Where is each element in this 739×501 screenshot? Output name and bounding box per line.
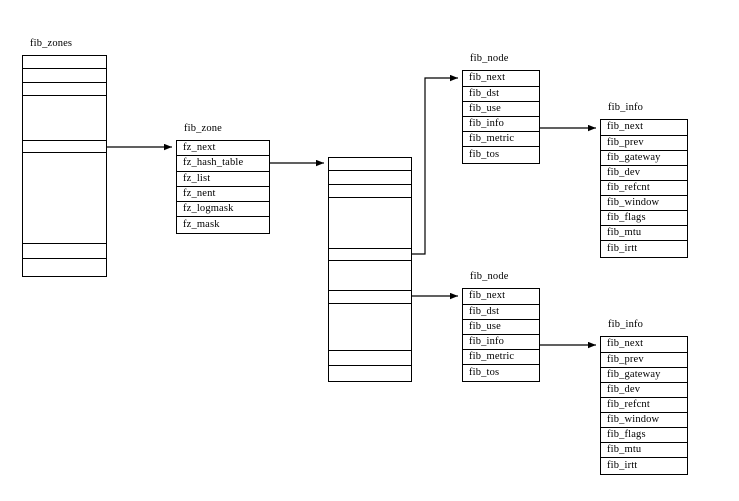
slot-fib_zones-2 xyxy=(23,83,106,96)
field-fib_info: fib_info xyxy=(463,335,539,350)
field-fib_tos: fib_tos xyxy=(469,366,500,378)
slot-fz_hash_array-2 xyxy=(329,185,411,198)
field-fib_next: fib_next xyxy=(601,120,687,136)
field-fib_irtt: fib_irtt xyxy=(607,459,638,471)
field-fib_metric: fib_metric xyxy=(463,132,539,147)
struct-title-fib_info_top: fib_info xyxy=(608,102,644,113)
slot-fib_zones-5 xyxy=(23,153,106,244)
slot-fib_zones-1 xyxy=(23,69,106,83)
field-fz_next: fz_next xyxy=(177,141,269,156)
field-fib_prev: fib_prev xyxy=(601,353,687,368)
field-fib_mtu: fib_mtu xyxy=(601,226,687,241)
field-fib_window: fib_window xyxy=(601,196,687,211)
field-fib_dst: fib_dst xyxy=(463,305,539,320)
struct-title-fib_info_bottom: fib_info xyxy=(608,319,644,330)
slot-fz_hash_array-6 xyxy=(329,291,411,304)
field-fib_refcnt: fib_refcnt xyxy=(601,398,687,413)
slot-fz_hash_array-7 xyxy=(329,304,411,351)
field-fib_gateway: fib_gateway xyxy=(601,151,687,166)
field-fz_logmask: fz_logmask xyxy=(177,202,269,217)
field-fib_dst: fib_dst xyxy=(463,87,539,102)
field-fib_window: fib_window xyxy=(601,413,687,428)
struct-title-fib_node_top: fib_node xyxy=(470,53,509,64)
field-fib_next: fib_next xyxy=(463,289,539,305)
slot-fib_zones-0 xyxy=(23,56,106,69)
field-fib_flags: fib_flags xyxy=(601,428,687,443)
field-fib_use: fib_use xyxy=(463,102,539,117)
struct-title-fib_zones: fib_zones xyxy=(30,38,73,49)
field-fib_tos: fib_tos xyxy=(469,148,500,160)
slot-fib_zones-7 xyxy=(23,259,106,276)
slot-fib_zones-6 xyxy=(23,244,106,259)
struct-title-fib_node_bottom: fib_node xyxy=(470,271,509,282)
field-fz_hash_table: fz_hash_table xyxy=(177,156,269,172)
slot-fz_hash_array-4 xyxy=(329,249,411,261)
slot-fz_hash_array-9 xyxy=(329,366,411,381)
field-fib_mtu: fib_mtu xyxy=(601,443,687,458)
struct-fz_hash_array xyxy=(328,157,412,382)
slot-fz_hash_array-1 xyxy=(329,171,411,185)
field-fib_gateway: fib_gateway xyxy=(601,368,687,383)
slot-fib_zones-3 xyxy=(23,96,106,141)
field-fib_irtt: fib_irtt xyxy=(607,242,638,254)
field-fib_use: fib_use xyxy=(463,320,539,335)
slot-fz_hash_array-8 xyxy=(329,351,411,366)
field-fib_flags: fib_flags xyxy=(601,211,687,226)
slot-fz_hash_array-5 xyxy=(329,261,411,291)
struct-fib_zones xyxy=(22,55,107,277)
slot-fz_hash_array-0 xyxy=(329,158,411,171)
field-fib_dev: fib_dev xyxy=(601,383,687,398)
field-fib_dev: fib_dev xyxy=(601,166,687,181)
field-fib_prev: fib_prev xyxy=(601,136,687,151)
field-fib_metric: fib_metric xyxy=(463,350,539,365)
slot-fz_hash_array-3 xyxy=(329,198,411,249)
field-fib_refcnt: fib_refcnt xyxy=(601,181,687,196)
field-fib_next: fib_next xyxy=(463,71,539,87)
field-fz_nent: fz_nent xyxy=(177,187,269,202)
field-fz_list: fz_list xyxy=(177,172,269,187)
field-fib_next: fib_next xyxy=(601,337,687,353)
slot-fib_zones-4 xyxy=(23,141,106,153)
field-fz_mask: fz_mask xyxy=(183,218,220,230)
connector-hash_array-to-fib_node_top xyxy=(412,74,458,255)
struct-title-fib_zone: fib_zone xyxy=(184,123,222,134)
field-fib_info: fib_info xyxy=(463,117,539,132)
